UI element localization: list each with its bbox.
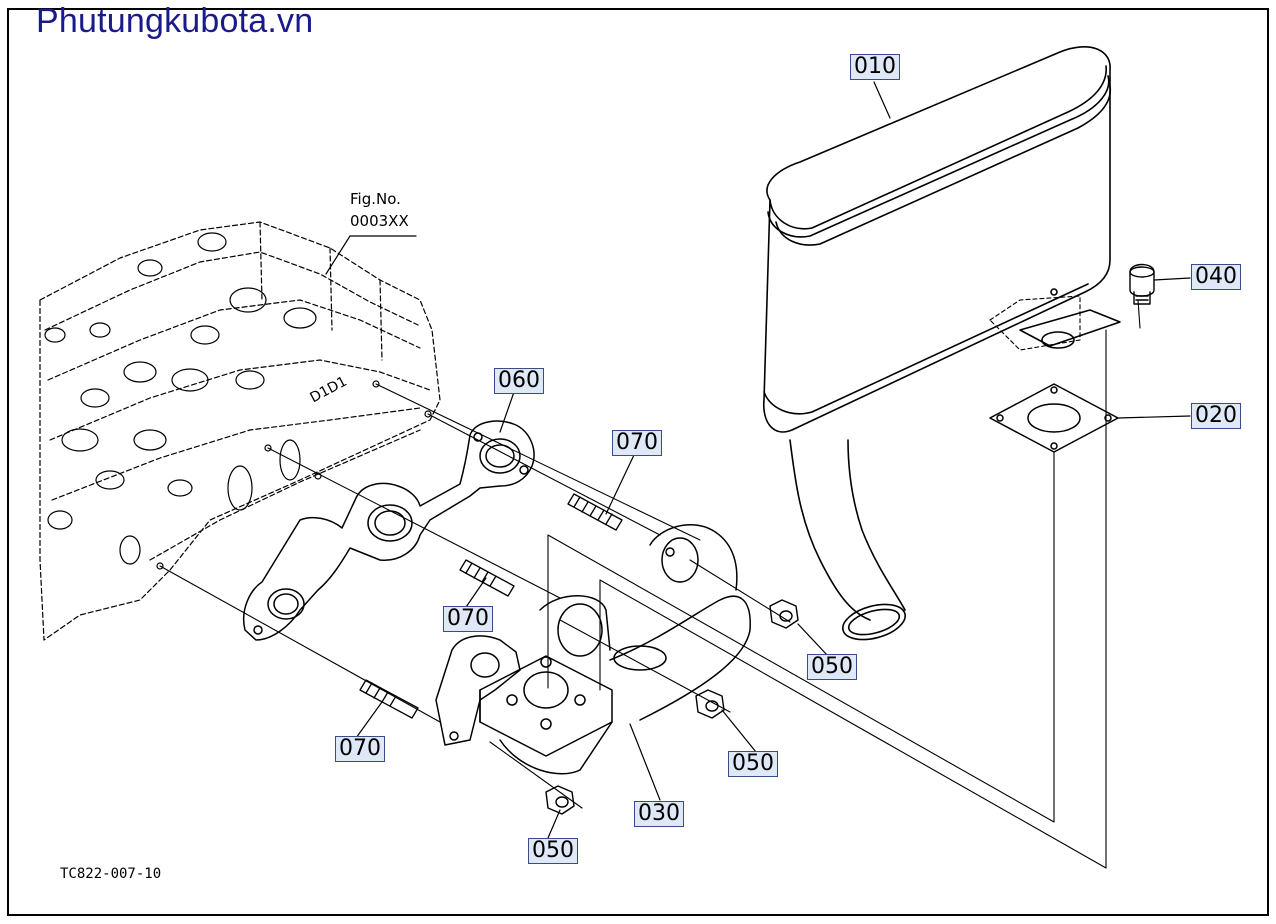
stud-lower (359, 679, 419, 719)
callout-030[interactable]: 030 (634, 801, 684, 827)
muffler-flange-dashed (989, 295, 1081, 351)
callout-070-lower[interactable]: 070 (335, 736, 385, 762)
drawing-frame (7, 8, 1269, 916)
stud-upper (567, 493, 623, 531)
stud-bolts (359, 493, 623, 719)
figure-ref-label: Fig.No. (350, 190, 401, 208)
callout-060[interactable]: 060 (494, 368, 544, 394)
figure-ref-number: 0003XX (350, 212, 409, 230)
cylinder-head (39, 221, 441, 641)
cylinder-head-bores (44, 232, 432, 570)
callout-040[interactable]: 040 (1191, 264, 1241, 290)
exhaust-manifold (435, 524, 751, 775)
stud-middle (459, 559, 515, 597)
callout-070-middle[interactable]: 070 (443, 606, 493, 632)
nut-lower (545, 785, 575, 815)
muffler-gasket (989, 383, 1119, 453)
exhaust-gasket (243, 420, 535, 641)
nut-right (769, 599, 799, 629)
drain-plug (1129, 263, 1155, 305)
assembly-lines (159, 299, 1141, 869)
leader-lines (325, 81, 1191, 839)
callout-050-lower[interactable]: 050 (528, 838, 578, 864)
nut-middle (695, 689, 725, 719)
hex-nuts (545, 599, 799, 815)
muffler (763, 46, 1121, 641)
callout-010[interactable]: 010 (850, 54, 900, 80)
callout-050-middle[interactable]: 050 (728, 751, 778, 777)
callout-050-right[interactable]: 050 (807, 654, 857, 680)
brand-watermark: Phutungkubota.vn (36, 2, 314, 40)
drawing-code: TC822-007-10 (60, 866, 162, 882)
callout-070-upper[interactable]: 070 (612, 430, 662, 456)
callout-020[interactable]: 020 (1191, 403, 1241, 429)
head-marking: D1D1 (308, 374, 350, 407)
